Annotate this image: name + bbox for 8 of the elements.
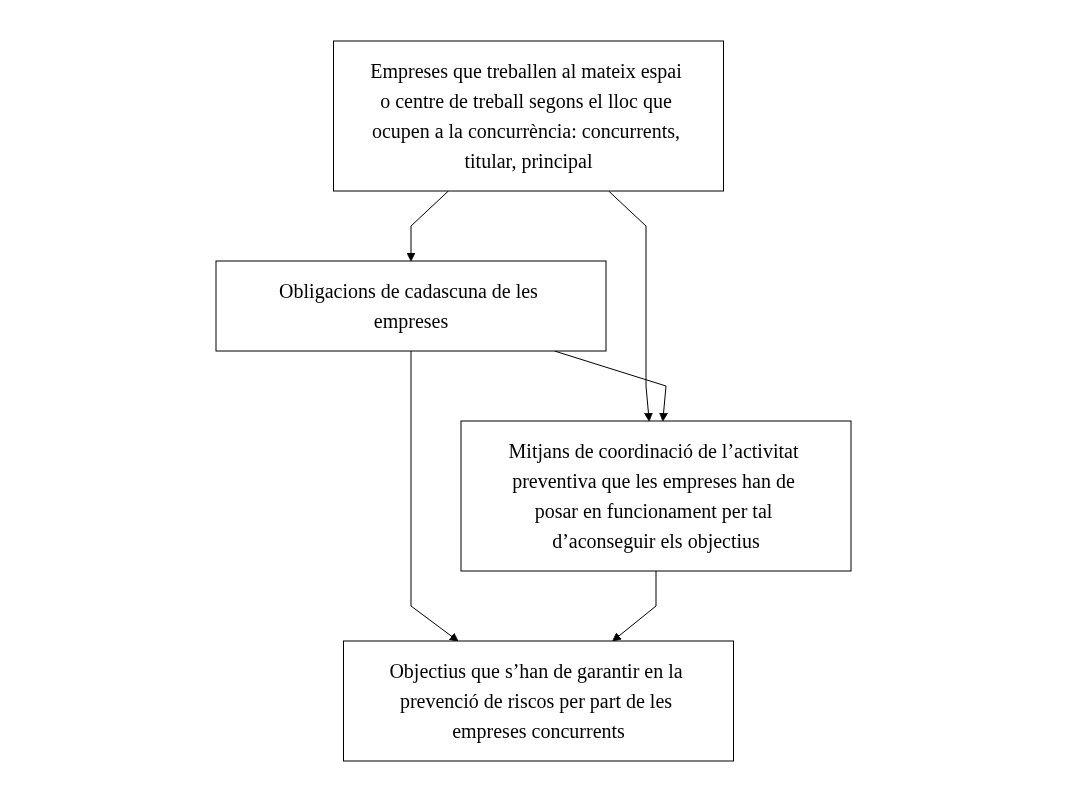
arrow [607, 190, 653, 421]
node-box: Objectius que s’han de garantir en la prevenció de riscos per part de les empreses concurrents [342, 640, 734, 761]
arrow [406, 190, 449, 261]
node-box: Obligacions de cadascuna de les empreses [215, 260, 606, 351]
node-box: Mitjans de coordinació de l’activitat preventiva que les empreses han de posar en funcionament per tal d’aconseguir els objectius [460, 420, 851, 571]
node-box: Empreses que treballen al mateix espai o centre de treball segons el lloc que ocupen a la concurrència: concurrents, titular, principal [332, 40, 724, 191]
arrow [611, 570, 656, 641]
arrow [410, 350, 458, 641]
